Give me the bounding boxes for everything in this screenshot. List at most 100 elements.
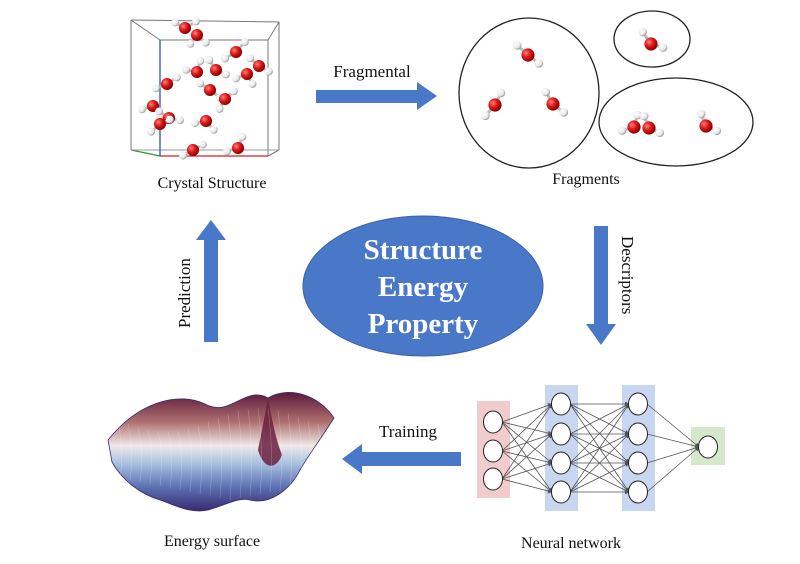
energy-surface-image — [107, 392, 335, 512]
hydrogen-atom — [179, 151, 188, 160]
oxygen-atom — [190, 28, 204, 42]
hydrogen-atom — [264, 67, 273, 76]
hydrogen-atom — [481, 111, 490, 121]
hydrogen-atom — [196, 57, 205, 65]
hydrogen-atom — [639, 111, 649, 121]
oxygen-atom — [546, 97, 560, 111]
hydrogen-atom — [209, 125, 218, 134]
hydrogen-atom — [248, 79, 257, 88]
hydrogen-atom — [541, 87, 551, 97]
network-node — [551, 422, 571, 446]
center-line-structure: Structure — [363, 234, 483, 266]
network-node — [628, 451, 648, 475]
hydrogen-atom — [655, 128, 665, 138]
oxygen-atom — [252, 59, 266, 73]
water-molecule — [638, 27, 668, 52]
water-molecule — [215, 87, 238, 113]
network-edge — [501, 403, 553, 452]
hydrogen-atom — [221, 70, 230, 79]
network-node — [551, 451, 571, 475]
water-molecule — [696, 109, 722, 136]
water-molecule — [182, 57, 205, 79]
oxygen-atom — [209, 63, 223, 77]
water-molecule — [246, 54, 273, 76]
hydrogen-atom — [176, 116, 184, 125]
water-molecule — [232, 67, 257, 88]
network-edge — [646, 446, 700, 493]
network-edge — [646, 403, 700, 448]
training-arrow — [342, 444, 461, 474]
fragmental-arrow — [316, 82, 437, 110]
crystal-structure-image — [130, 17, 280, 160]
hydrogen-atom — [512, 41, 522, 50]
prediction-label: Prediction — [175, 258, 194, 328]
oxygen-atom — [699, 119, 713, 133]
hydrogen-atom — [172, 73, 181, 82]
oxygen-atom — [521, 48, 535, 62]
training-label: Training — [379, 422, 437, 441]
water-molecule — [179, 140, 207, 160]
network-edge — [569, 433, 630, 493]
water-molecule — [205, 56, 230, 79]
network-edge — [569, 403, 630, 435]
hydrogen-atom — [496, 88, 506, 98]
hydrogen-atom — [138, 105, 146, 114]
network-node — [628, 480, 648, 504]
neural-network-label: Neural network — [521, 535, 621, 552]
hydrogen-atom — [633, 110, 642, 120]
water-molecule — [221, 38, 249, 63]
hydrogen-atom — [232, 74, 240, 83]
water-molecule — [186, 28, 210, 48]
descriptors-label: Descriptors — [618, 236, 637, 314]
network-node — [551, 480, 571, 504]
oxygen-atom — [644, 37, 658, 51]
hydrogen-atom — [205, 56, 214, 65]
oxygen-atom — [231, 141, 245, 155]
oxygen-atom — [199, 114, 213, 128]
hydrogen-atom — [712, 126, 722, 136]
water-molecule — [147, 115, 174, 136]
network-edge — [501, 450, 553, 493]
hydrogen-atom — [638, 27, 647, 37]
hydrogen-atom — [221, 54, 229, 63]
hydrogen-atom — [246, 54, 255, 63]
center-line-property: Property — [367, 308, 479, 340]
hydrogen-atom — [186, 39, 195, 48]
oxygen-atom — [186, 143, 200, 157]
oxygen-atom — [229, 45, 243, 59]
water-molecule — [481, 88, 506, 121]
water-molecule — [191, 114, 218, 134]
network-edge — [501, 461, 553, 480]
oxygen-atom — [240, 67, 254, 81]
network-edge — [501, 433, 553, 480]
water-molecule — [617, 110, 642, 135]
energy-surface-label: Energy surface — [164, 533, 260, 550]
water-molecule — [639, 111, 665, 138]
network-edge — [569, 403, 630, 493]
water-molecule — [541, 87, 569, 117]
water-molecule — [512, 41, 544, 68]
network-node — [698, 435, 718, 459]
oxygen-atom — [190, 65, 204, 79]
neural-network-image — [477, 385, 725, 511]
hydrogen-atom — [240, 38, 249, 47]
hydrogen-atom — [165, 115, 174, 124]
network-node — [483, 467, 503, 491]
hydrogen-atom — [191, 119, 199, 128]
hydrogen-atom — [238, 133, 247, 141]
water-molecule — [223, 133, 247, 156]
prediction-arrow — [196, 220, 226, 342]
network-edge — [501, 433, 553, 452]
network-node — [628, 422, 648, 446]
network-edge — [646, 445, 700, 464]
hydrogen-atom — [171, 18, 180, 27]
network-node — [483, 439, 503, 463]
center-line-energy: Energy — [377, 271, 469, 303]
descriptors-arrow — [586, 226, 616, 345]
network-edge — [646, 433, 700, 449]
hydrogen-atom — [229, 87, 238, 96]
network-edge — [569, 403, 630, 464]
oxygen-atom — [218, 92, 232, 106]
center-text: Structure Energy Property — [300, 232, 546, 343]
hydrogen-atom — [147, 127, 156, 136]
